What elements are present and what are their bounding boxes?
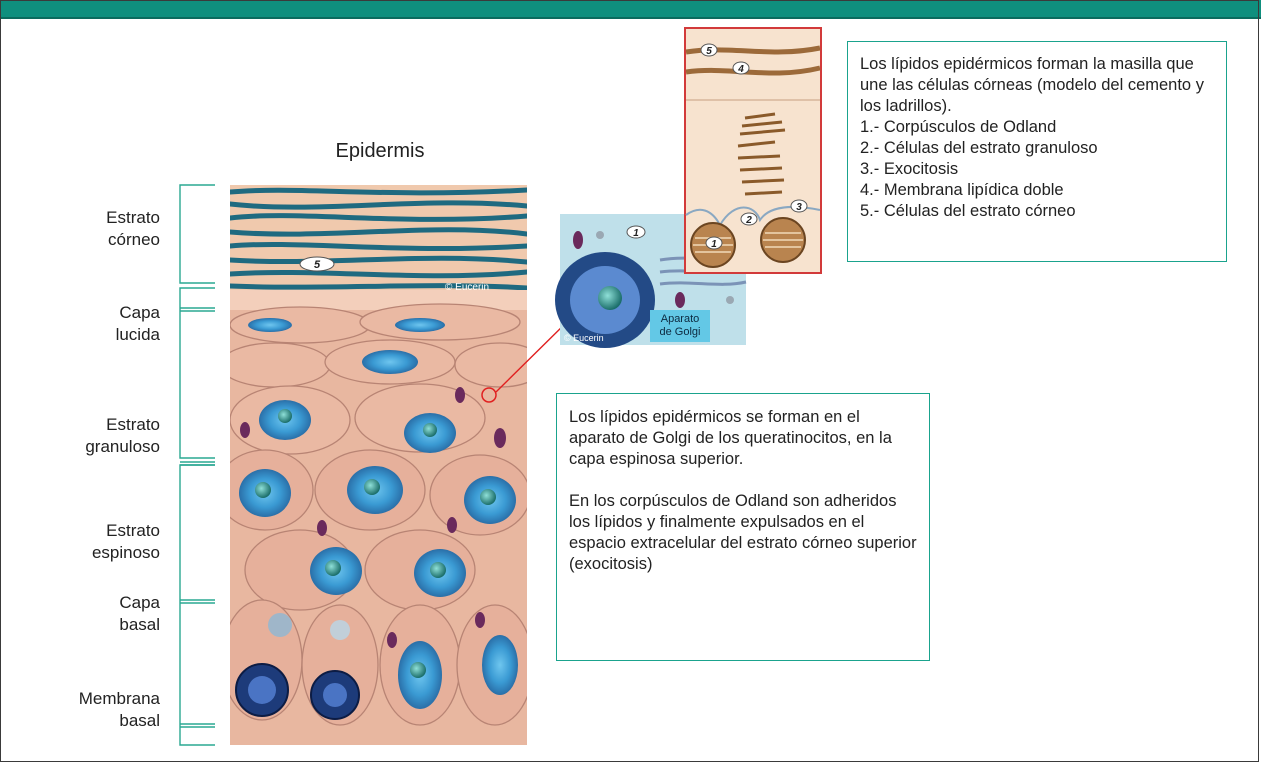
golgi-label: Aparatode Golgi bbox=[650, 310, 710, 342]
layer-brackets bbox=[180, 185, 215, 745]
odland-inset: 5 4 2 3 1 bbox=[685, 28, 821, 273]
info-box-intro: Los lípidos epidérmicos forman la masill… bbox=[860, 54, 1216, 117]
marker-2-odland: 2 bbox=[745, 215, 752, 226]
list-item: 3.- Exocitosis bbox=[860, 159, 1216, 180]
list-item: 2.- Células del estrato granuloso bbox=[860, 138, 1216, 159]
info-box-lipid-formation: Los lípidos epidérmicos se forman en el … bbox=[556, 393, 930, 661]
marker-4-odland: 4 bbox=[737, 64, 744, 75]
info-paragraph-2: En los corpúsculos de Odland son adherid… bbox=[569, 491, 917, 575]
list-item: 1.- Corpúsculos de Odland bbox=[860, 117, 1216, 138]
info-box-list: 1.- Corpúsculos de Odland 2.- Células de… bbox=[860, 117, 1216, 222]
tissue-cross-section: © Eucerin bbox=[217, 185, 545, 745]
watermark-inset: © Eucerin bbox=[564, 333, 604, 343]
info-box-lipids-masilla: Los lípidos epidérmicos forman la masill… bbox=[847, 41, 1227, 262]
list-item: 5.- Células del estrato córneo bbox=[860, 201, 1216, 222]
watermark-tissue: © Eucerin bbox=[445, 282, 489, 293]
marker-1-odland: 1 bbox=[711, 239, 717, 250]
marker-5-odland: 5 bbox=[706, 46, 712, 57]
marker-1-inset: 1 bbox=[633, 228, 639, 239]
info-paragraph-1: Los lípidos epidérmicos se forman en el … bbox=[569, 407, 917, 470]
marker-5-tissue: 5 bbox=[314, 259, 321, 271]
list-item: 4.- Membrana lipídica doble bbox=[860, 180, 1216, 201]
marker-3-odland: 3 bbox=[796, 202, 802, 213]
